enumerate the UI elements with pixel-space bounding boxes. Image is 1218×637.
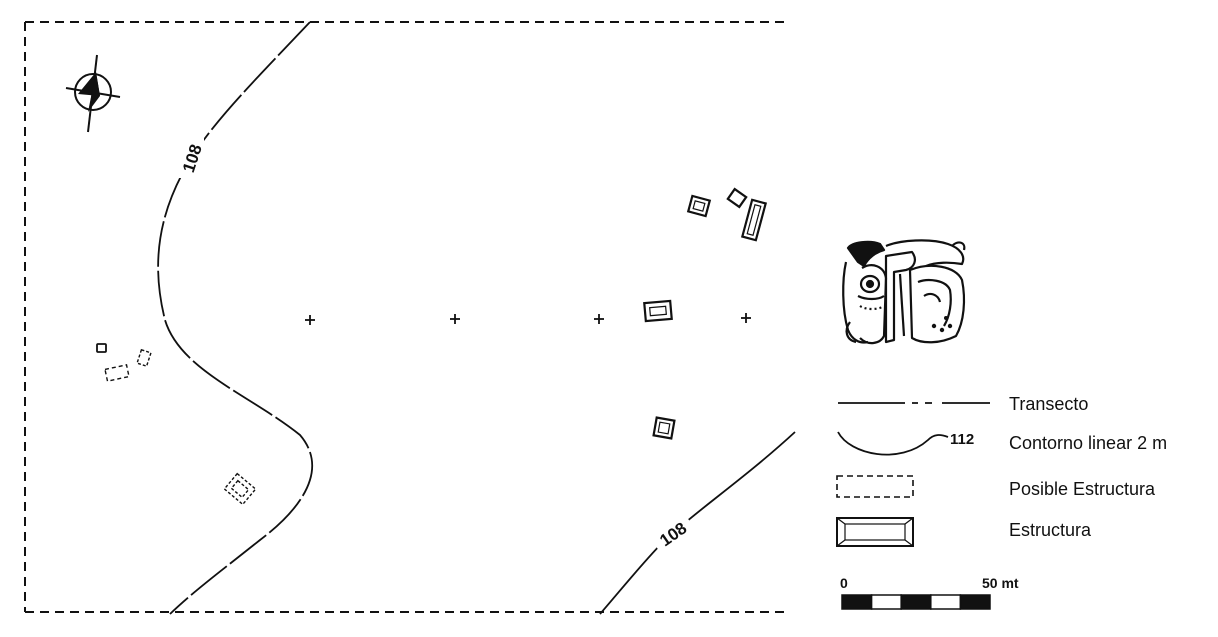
- legend-item-structure: Estructura: [836, 517, 1092, 547]
- transect-marker: [450, 314, 460, 324]
- structure: [740, 198, 768, 242]
- transect-marker: [741, 313, 751, 323]
- contour-line-sample: [837, 431, 949, 456]
- transect-marker: [594, 314, 604, 324]
- contour-line-upper: 108: [157, 21, 314, 615]
- scale-segment: [930, 594, 962, 610]
- legend: Transecto 112 Contorno linear 2 m Posibl…: [836, 394, 1167, 547]
- legend-item-contour: 112 Contorno linear 2 m: [837, 431, 1167, 456]
- transect-marker: [305, 315, 315, 325]
- scale-segment: [900, 594, 932, 610]
- structure: [652, 416, 676, 440]
- structures: [643, 187, 768, 440]
- legend-item-possible-structure: Posible Estructura: [836, 475, 1156, 499]
- legend-label-transect: Transecto: [1009, 394, 1088, 414]
- scale-label-start: 0: [840, 575, 848, 591]
- scale-segment: [870, 594, 902, 610]
- maya-glyph-icon: [842, 239, 966, 345]
- possible-structure: [223, 472, 257, 506]
- contour-sample-value: 112: [950, 431, 974, 448]
- scale-segment: [841, 594, 873, 610]
- structure: [726, 187, 748, 209]
- north-arrow-icon: [65, 54, 121, 133]
- possible-structures: [96, 343, 257, 506]
- scale-segment: [959, 594, 991, 610]
- beveled-rectangle-sample: [836, 517, 914, 547]
- scale-segments: [841, 594, 991, 610]
- possible-structure: [136, 348, 152, 368]
- map-frame: [24, 21, 790, 613]
- structure: [643, 299, 673, 323]
- scale-label-end: 50 mt: [982, 575, 1019, 591]
- legend-label-contour: Contorno linear 2 m: [1009, 433, 1167, 453]
- transect-markers: [305, 313, 751, 325]
- possible-structure: [104, 364, 130, 382]
- dashed-rectangle-sample: [836, 475, 914, 498]
- legend-item-transect: Transecto: [838, 394, 1088, 414]
- contour-line-lower: 108: [599, 431, 796, 615]
- legend-label-structure: Estructura: [1009, 520, 1092, 540]
- structure: [686, 194, 712, 218]
- scale-bar: 0 50 mt: [840, 575, 1019, 610]
- possible-structure: [96, 343, 107, 353]
- legend-label-possible-structure: Posible Estructura: [1009, 479, 1156, 499]
